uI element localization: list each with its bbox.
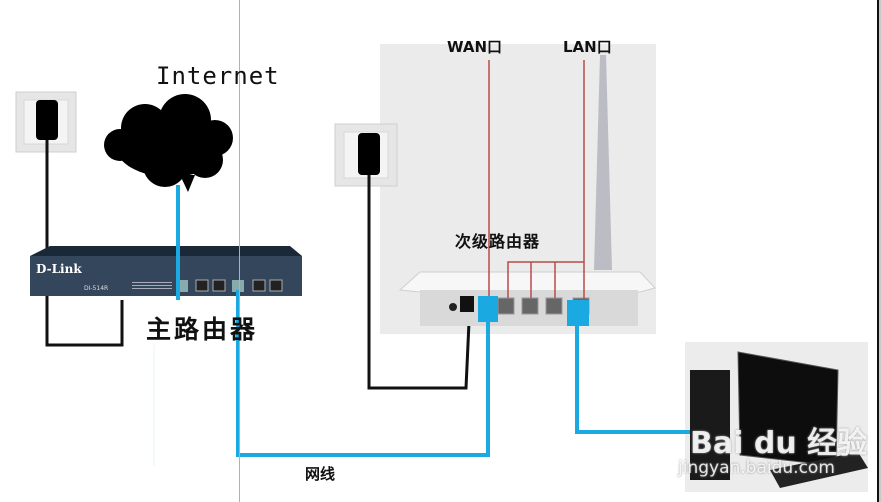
model-label: DI-514R: [84, 285, 108, 292]
network-cable-label: 网线: [305, 465, 336, 483]
wall-socket-right: [334, 123, 472, 390]
power-cable-right: [367, 175, 472, 390]
lan-port: [212, 279, 226, 292]
antenna: [594, 55, 612, 270]
lan-port: [232, 280, 244, 292]
internet-cloud-icon: [104, 94, 233, 192]
network-cables: [176, 185, 690, 457]
guide-line: [239, 0, 240, 502]
watermark-brand: Bai du 经验: [690, 426, 868, 461]
lan-port: [269, 279, 283, 292]
lan-port: [521, 297, 539, 315]
main-router-device: D-Link DI-514R: [30, 246, 302, 296]
main-router-label: 主路由器: [146, 315, 259, 344]
secondary-router-label: 次级路由器: [455, 232, 541, 251]
frame-border-shadow: [879, 0, 881, 502]
lan-port: [545, 297, 563, 315]
lan-port-label: LAN口: [563, 38, 612, 56]
power-adapter-icon: [358, 133, 380, 175]
lan-plug: [567, 300, 589, 326]
internet-label: Internet: [156, 62, 280, 90]
power-port: [460, 296, 474, 312]
frame-border: [877, 0, 879, 502]
wan-port-label: WAN口: [447, 38, 503, 56]
secondary-router-device: [398, 55, 656, 326]
dlink-logo: D-Link: [36, 262, 82, 276]
status-leds: [132, 282, 172, 289]
lan-port: [252, 279, 266, 292]
watermark-url: jingyan.baidu.com: [678, 458, 835, 478]
power-adapter-icon: [36, 100, 58, 140]
router-to-router-cable: [236, 290, 490, 457]
lan-port: [195, 279, 209, 292]
power-cable-left: [45, 140, 124, 347]
lan-port: [497, 297, 515, 315]
wall-socket-left: [15, 91, 124, 347]
computer-icon: [690, 351, 868, 488]
lan-to-pc-cable: [575, 310, 690, 434]
port-indicator-lines: [488, 60, 585, 300]
wan-plug: [478, 296, 498, 322]
